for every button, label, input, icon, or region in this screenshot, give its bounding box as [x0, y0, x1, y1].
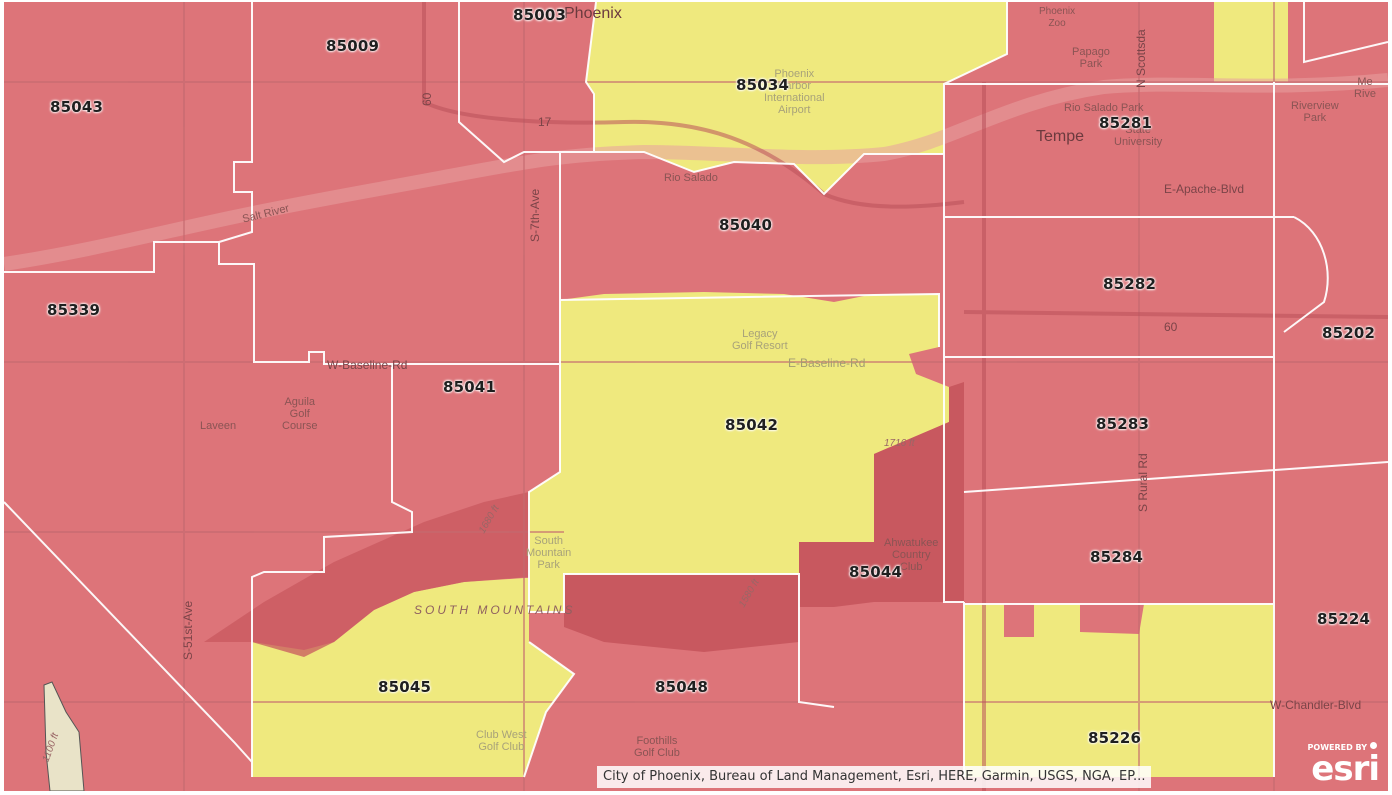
zip-label-85009[interactable]: 85009: [326, 37, 380, 55]
road-label-w-baseline: W-Baseline-Rd: [327, 358, 408, 372]
zip-label-85041[interactable]: 85041: [443, 378, 497, 396]
road-label-e-baseline: E-Baseline-Rd: [788, 356, 866, 370]
zip-label-85202[interactable]: 85202: [1322, 324, 1376, 342]
zip-label-85339[interactable]: 85339: [47, 301, 101, 319]
zip-label-85224[interactable]: 85224: [1317, 610, 1371, 628]
esri-wordmark: esri: [1311, 749, 1380, 789]
label-asu: State University: [1114, 124, 1163, 148]
road-label-n-scottsdale: N Scottsda: [1134, 29, 1148, 88]
edge-parcel: [43, 681, 85, 791]
elevation-1716: 1716 ft: [884, 438, 915, 449]
zip-label-85003[interactable]: 85003: [513, 6, 567, 24]
esri-logo-dot: [1370, 742, 1377, 749]
label-phoenix-zoo: Phoenix Zoo: [1039, 6, 1076, 29]
zip-area-85042[interactable]: [529, 292, 949, 612]
label-airport: Phoenix Harbor International Airport: [764, 68, 825, 116]
salt-river: [4, 73, 1388, 271]
zip-area-85226[interactable]: [964, 604, 1274, 777]
label-laveen: Laveen: [200, 420, 237, 432]
zip-boundaries: [4, 2, 1388, 778]
zip-label-85034[interactable]: 85034: [736, 76, 790, 94]
zip-label-85044[interactable]: 85044: [849, 563, 903, 581]
shade-area-mountains: [204, 492, 529, 657]
road-label-s-rural: S Rural Rd: [1136, 453, 1150, 512]
zip-label-85283[interactable]: 85283: [1096, 415, 1150, 433]
label-aguila-golf: Aguila Golf Course: [282, 396, 318, 432]
map-view[interactable]: Phoenix Phoenix Harbor International Air…: [4, 2, 1388, 791]
freeway-network: [422, 2, 1388, 791]
zip-label-85226[interactable]: 85226: [1088, 729, 1142, 747]
road-label-i60-left: 60: [420, 92, 434, 106]
road-label-chandler: W-Chandler-Blvd: [1270, 698, 1362, 712]
map-attribution[interactable]: City of Phoenix, Bureau of Land Manageme…: [597, 766, 1152, 788]
label-south-mountains: SOUTH MOUNTAINS: [414, 603, 576, 617]
zip-area-85045[interactable]: [252, 578, 574, 777]
label-rio-salado: Rio Salado: [664, 172, 718, 184]
label-ahwatukee: Ahwatukee Country Club: [884, 537, 939, 573]
label-me-rive: Me Rive: [1354, 76, 1377, 100]
label-foothills: Foothills Golf Club: [634, 735, 680, 759]
label-club-west: Club West Golf Club: [476, 729, 527, 753]
label-legacy-golf: Legacy Golf Resort: [732, 328, 788, 352]
label-riverview-park: Riverview Park: [1291, 100, 1339, 124]
label-south-mountain-park: South Mountain Park: [526, 535, 572, 571]
zip-label-85048[interactable]: 85048: [655, 678, 709, 696]
label-papago-park: Papago Park: [1072, 46, 1110, 70]
map-canvas[interactable]: [4, 2, 1388, 791]
label-tempe: Tempe: [1036, 128, 1085, 145]
zip-label-85040[interactable]: 85040: [719, 216, 773, 234]
road-label-i17: 17: [538, 115, 552, 129]
zip-label-85282[interactable]: 85282: [1103, 275, 1157, 293]
esri-logo[interactable]: POWERED BY esri: [1299, 739, 1383, 789]
label-phoenix: Phoenix: [564, 5, 622, 22]
label-rio-salado-park: Rio Salado Park: [1064, 102, 1144, 114]
zip-label-85043[interactable]: 85043: [50, 98, 104, 116]
road-label-s7th: S-7th-Ave: [528, 188, 542, 242]
shade-area-85048: [564, 574, 799, 652]
road-label-i60: 60: [1164, 320, 1178, 334]
zip-label-85284[interactable]: 85284: [1090, 548, 1144, 566]
zip-label-85281[interactable]: 85281: [1099, 114, 1153, 132]
road-label-s51st: S-51st-Ave: [181, 600, 195, 660]
zip-label-85045[interactable]: 85045: [378, 678, 432, 696]
powered-by-text: POWERED BY: [1307, 743, 1367, 752]
zip-label-85042[interactable]: 85042: [725, 416, 779, 434]
zip-area-top-right[interactable]: [1214, 2, 1288, 82]
shade-area-85044: [799, 382, 964, 607]
road-label-apache: E-Apache-Blvd: [1164, 182, 1245, 196]
